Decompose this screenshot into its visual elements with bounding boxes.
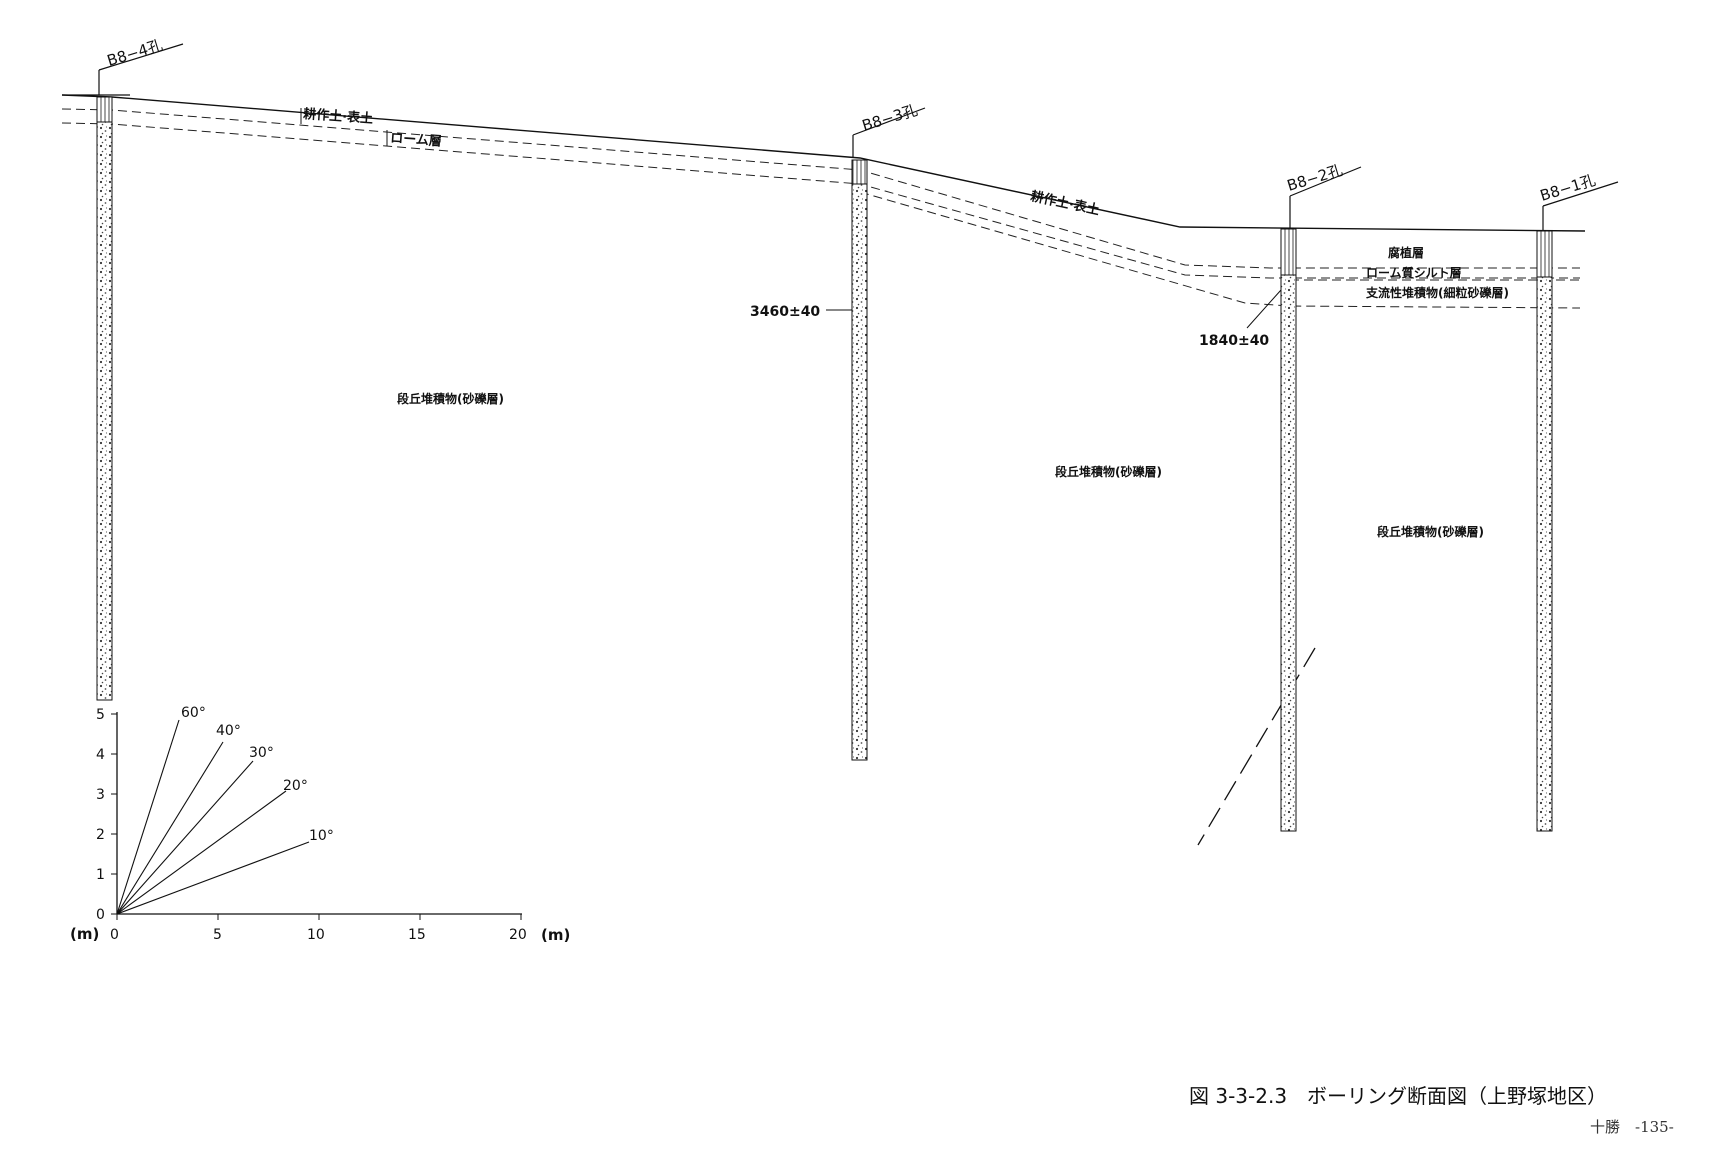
scale-y-tick-2: 2 — [96, 827, 105, 843]
figure-caption: 図 3-3-2.3 ボーリング断面図（上野塚地区） — [1189, 1084, 1608, 1108]
angle-line-10 — [116, 841, 310, 915]
scale-y-tick-0: 0 — [96, 907, 105, 923]
angle-label-40: 40° — [216, 723, 241, 739]
scale-y-tick-3: 3 — [96, 787, 105, 803]
layer-label-tributary: 支流性堆積物(細粒砂礫層) — [1365, 285, 1509, 300]
borehole-b8-2: B8−2孔 — [1280, 161, 1362, 832]
date-label-1840: 1840±40 — [1199, 333, 1269, 349]
date-label-3460: 3460±40 — [750, 304, 820, 320]
angle-label-60: 60° — [181, 705, 206, 721]
angle-line-20 — [116, 790, 287, 915]
ground-surface-line — [61, 94, 1586, 232]
angle-label-20: 20° — [283, 778, 308, 794]
layer-label-topsoil-1: 耕作土·表土 — [303, 106, 374, 127]
borehole-b8-1: B8−1孔 — [1536, 171, 1619, 832]
scale-x-tick-20: 20 — [509, 927, 527, 943]
scale-x-tick-15: 15 — [408, 927, 426, 943]
scale-x-tick-0: 0 — [110, 927, 119, 943]
layer-label-loam: ローム層 — [390, 131, 443, 150]
layer-label-humus: 腐植層 — [1388, 245, 1424, 260]
scale-y-tick-4: 4 — [96, 747, 105, 763]
page-number: 十勝 -135- — [1590, 1118, 1674, 1136]
date-leader-1840 — [1246, 289, 1282, 329]
borehole-label-b8-1: B8−1孔 — [1538, 171, 1598, 205]
layer-label-topsoil-2: 耕作土·表土 — [1029, 188, 1101, 218]
scale-y-tick-1: 1 — [96, 867, 105, 883]
scale-x-tick-5: 5 — [213, 927, 222, 943]
layer-label-terrace-1: 段丘堆積物(砂礫層) — [397, 391, 504, 406]
borehole-b8-3: B8−3孔 — [851, 101, 926, 761]
scale-y-tick-5: 5 — [96, 707, 105, 723]
layer-label-loam-silt: ローム質シルト層 — [1366, 265, 1462, 280]
angle-scale: 0 1 2 3 4 5 (m) 0 5 10 15 20 (m) 60° 40°… — [70, 705, 570, 944]
angle-line-40 — [116, 741, 224, 915]
angle-label-10: 10° — [309, 828, 334, 844]
scale-x-unit: (m) — [541, 926, 570, 944]
borehole-label-b8-2: B8−2孔 — [1285, 161, 1345, 195]
angle-line-60 — [116, 719, 180, 915]
layer-label-terrace-2: 段丘堆積物(砂礫層) — [1055, 464, 1162, 479]
loam-boundary-line — [61, 122, 1580, 279]
angle-line-30 — [116, 760, 254, 915]
scale-x-tick-10: 10 — [307, 927, 325, 943]
scale-y-unit: (m) — [70, 925, 99, 943]
borehole-label-b8-3: B8−3孔 — [860, 101, 920, 135]
borehole-label-b8-4: B8−4孔 — [105, 36, 165, 70]
borehole-b8-4: B8−4孔 — [96, 36, 184, 701]
inferred-fault-line — [1197, 647, 1316, 846]
layer-label-terrace-3: 段丘堆積物(砂礫層) — [1377, 524, 1484, 539]
angle-label-30: 30° — [249, 745, 274, 761]
topsoil-boundary-line — [61, 108, 1580, 269]
